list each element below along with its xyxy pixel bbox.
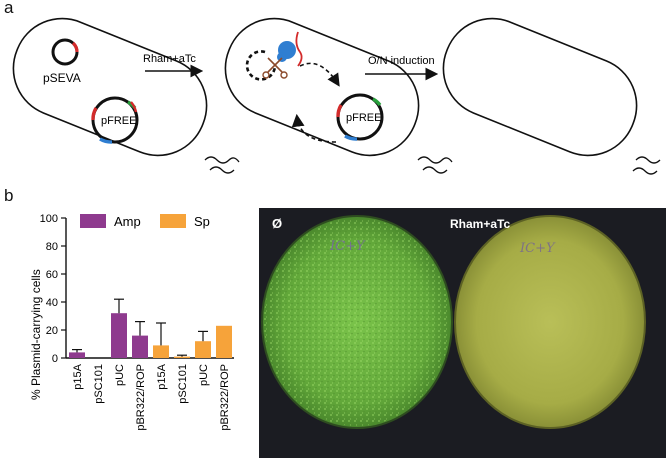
x-tick-label-7: pBR322/ROP (219, 364, 231, 431)
x-tick-label-6: pUC (198, 364, 210, 386)
bar-sp-0 (153, 345, 169, 358)
legend-swatch-sp (160, 214, 186, 228)
bar-amp-3 (132, 335, 148, 358)
x-tick-label-3: pBR322/ROP (135, 364, 147, 431)
cell-1: pSEVA pFREE (12, 17, 240, 174)
plate-left-label: Ø (272, 216, 282, 231)
x-tick-label-0: p15A (72, 363, 84, 389)
flagellum-1b (209, 166, 235, 174)
bar-sp-2 (195, 341, 211, 358)
x-tick-label-4: p15A (156, 363, 168, 389)
plasmid-pfree-1-label: pFREE (101, 115, 136, 127)
y-tick-label-0: 0 (52, 353, 58, 365)
x-tick-label-2: pUC (114, 364, 126, 386)
bar-amp-2 (111, 313, 127, 358)
bar-amp-0 (69, 352, 85, 358)
flagellum-3b (632, 167, 658, 175)
x-tick-label-1: pSC101 (93, 364, 105, 404)
x-tick-label-5: pSC101 (177, 364, 189, 404)
legend-label-sp: Sp (194, 214, 210, 229)
plate-left (261, 215, 453, 429)
y-tick-label-3: 60 (46, 269, 58, 281)
flagellum-2b (422, 166, 448, 174)
dashed-arrow-forward (299, 62, 340, 87)
plate-right-handwriting: IC+Y (519, 241, 556, 256)
y-tick-label-2: 40 (46, 297, 58, 309)
y-tick-label-1: 20 (46, 325, 58, 337)
plasmid-pseva-2-dashed (245, 50, 277, 81)
legend-swatch-amp (80, 214, 106, 228)
panel-b-letter: b (4, 186, 14, 205)
plasmid-pfree-2-label: pFREE (346, 112, 381, 124)
cell-2: pFREE (224, 17, 453, 174)
arrow-2-label: O/N induction (368, 55, 435, 67)
legend-label-amp: Amp (114, 214, 141, 229)
scissors-icon (262, 57, 288, 79)
plasmid-pseva-1-label: pSEVA (43, 71, 81, 85)
flagellum-3 (635, 156, 661, 164)
flagellum-1 (204, 156, 240, 164)
plasmid-pseva-1-marker (71, 41, 79, 53)
cell-3 (442, 17, 661, 175)
plate-left-handwriting: IC+Y (329, 239, 366, 254)
flagellum-2 (417, 156, 453, 164)
dashed-arrow-back (291, 113, 337, 143)
y-axis-label: % Plasmid-carrying cells (29, 269, 43, 400)
guide-rna-icon (295, 31, 303, 67)
plate-photo-background (259, 208, 666, 458)
panel-a-schematic: pSEVA pFREE Rham+aTc pFREE O/N in (12, 17, 661, 175)
bar-sp-3 (216, 325, 232, 358)
y-tick-label-4: 80 (46, 241, 58, 253)
plate-right (454, 215, 646, 429)
plate-right-label: Rham+aTc (450, 217, 510, 231)
y-tick-label-5: 100 (40, 213, 58, 225)
panel-a-letter: a (4, 0, 14, 17)
arrow-1-label: Rham+aTc (143, 53, 196, 65)
bar-sp-1 (174, 356, 190, 358)
